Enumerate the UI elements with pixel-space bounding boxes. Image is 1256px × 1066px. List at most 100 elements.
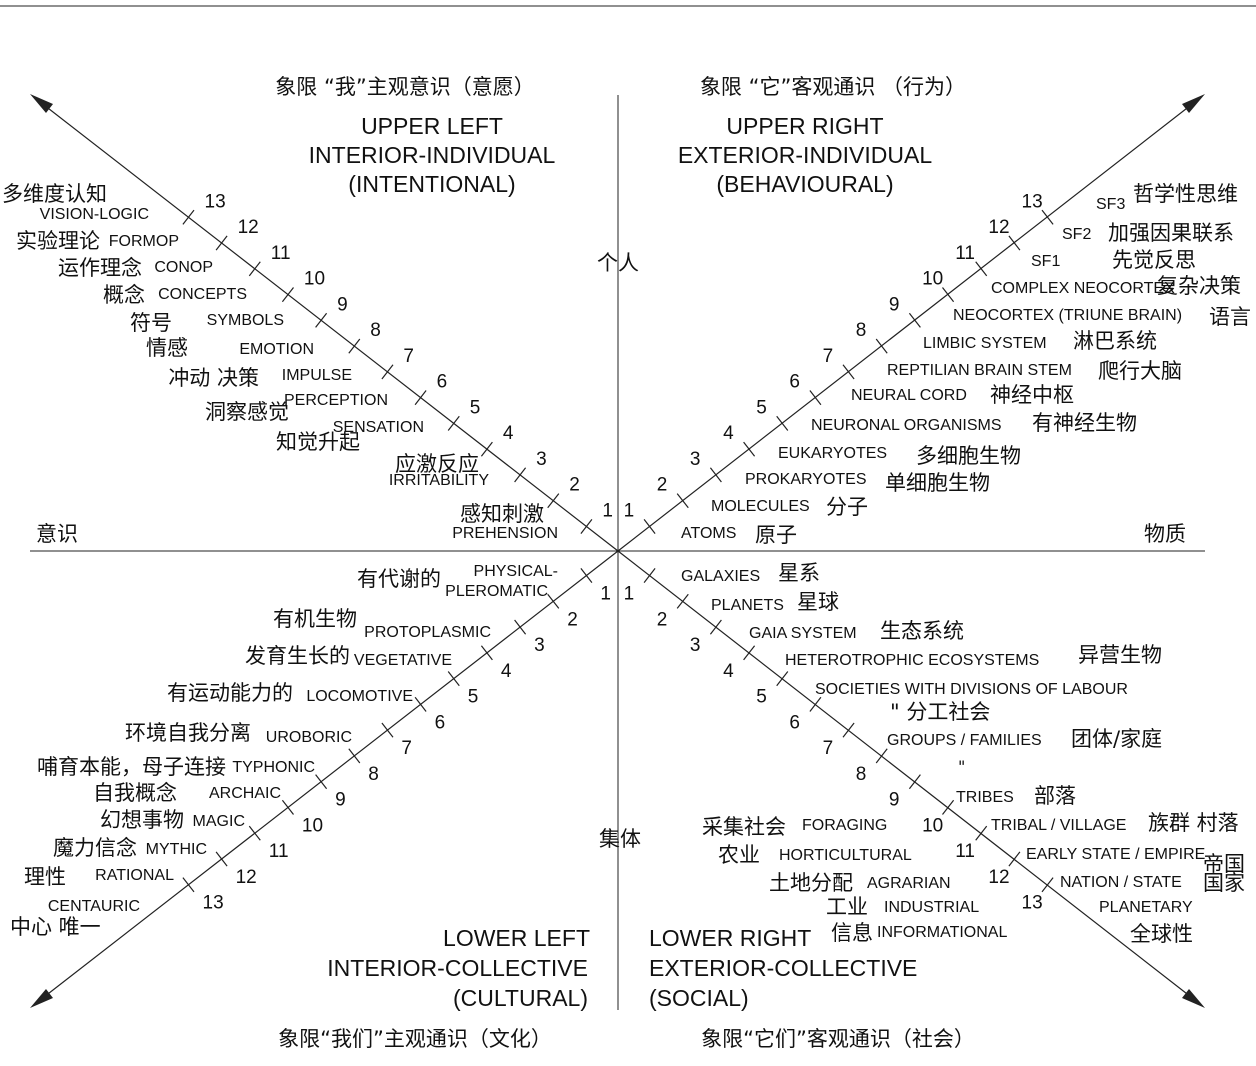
lr-level-3-zh: 生态系统 <box>880 619 964 643</box>
social-form-2-zh: 农业 <box>718 843 760 867</box>
ll-level-number-9: 9 <box>335 790 346 811</box>
ll-level-7-en: ARCHAIC <box>209 785 281 802</box>
ul-tick-2 <box>547 493 560 509</box>
ll-level-7-zh: 自我概念 <box>93 781 177 805</box>
social-form-2-en: HORTICULTURAL <box>779 847 912 864</box>
ll-level-number-2: 2 <box>567 609 578 630</box>
lr-tick-1 <box>643 568 656 583</box>
ll-level-11-zh: 中心 唯一 <box>10 915 101 939</box>
ll-tick-7 <box>381 722 394 738</box>
ur-tick-9 <box>908 312 921 328</box>
lr-tick-8 <box>875 748 888 764</box>
lr-tick-6 <box>809 696 822 712</box>
ul-level-number-11: 11 <box>271 243 291 264</box>
lr-tick-13 <box>1041 877 1054 893</box>
lr-level-4-en: HETEROTROPHIC ECOSYSTEMS <box>785 652 1039 669</box>
lr-level-5-zh: " 分工社会 <box>890 700 990 724</box>
lr-level-number-2: 2 <box>657 609 668 630</box>
ur-level-number-12: 12 <box>988 217 1009 238</box>
social-form-5-en: INFORMATIONAL <box>877 924 1007 941</box>
lr-level-number-7: 7 <box>823 738 834 759</box>
social-form-1-en: FORAGING <box>802 817 887 834</box>
ll-level-number-6: 6 <box>435 712 446 733</box>
ur-tick-12 <box>1008 235 1021 251</box>
ul-tick-13 <box>182 209 195 225</box>
social-form-5-zh: 信息 <box>831 921 873 945</box>
lr-level-1-en: GALAXIES <box>681 568 760 585</box>
ll-tick-4 <box>480 645 493 661</box>
ur-tick-6 <box>809 390 822 406</box>
lr-tick-7 <box>842 722 855 738</box>
ur-level-6-en: NEURAL CORD <box>851 387 967 404</box>
ur-level-number-8: 8 <box>856 320 867 341</box>
lr-level-5-en: SOCIETIES WITH DIVISIONS OF LABOUR <box>815 681 1128 698</box>
ul-level-10-zh: 实验理论 <box>16 229 100 253</box>
ur-level-3-zh: 单细胞生物 <box>885 471 990 495</box>
lr-level-7-zh: " <box>958 757 965 776</box>
lr-level-3-en: GAIA SYSTEM <box>749 625 857 642</box>
ur-level-number-1: 1 <box>624 501 635 522</box>
ur-level-7-en: REPTILIAN BRAIN STEM <box>887 362 1072 379</box>
lr-level-number-5: 5 <box>756 687 767 708</box>
ll-tick-2 <box>547 593 560 609</box>
ll-tick-6 <box>414 696 427 712</box>
ur-level-9-zh: 语言 <box>1209 305 1251 329</box>
ur-level-number-10: 10 <box>922 269 943 290</box>
lr-level-10-zh: 帝国 <box>1203 852 1245 876</box>
ll-level-4-en: LOCOMOTIVE <box>306 688 413 705</box>
ur-level-4-zh: 多细胞生物 <box>916 444 1021 468</box>
ul-level-number-10: 10 <box>304 269 325 290</box>
lr-tick-11 <box>975 825 988 841</box>
ll-level-11-en: CENTAURIC <box>48 898 140 915</box>
ur-level-number-7: 7 <box>823 346 834 367</box>
lower-right-title-line-1: LOWER RIGHT <box>649 925 811 951</box>
ul-level-2-en: IRRITABILITY <box>389 472 489 489</box>
ll-level-number-4: 4 <box>501 661 512 682</box>
upper-right-diagonal <box>617 97 1201 552</box>
ur-level-12-en: SF2 <box>1062 226 1091 243</box>
ur-level-1-en: ATOMS <box>681 525 736 542</box>
lr-level-number-12: 12 <box>988 867 1009 888</box>
lr-level-10-en: EARLY STATE / EMPIRE <box>1026 846 1205 863</box>
upper-right-quadrant-zh: 象限 “它”客观通识 （行为） <box>700 75 966 99</box>
ll-level-1-zh: 有代谢的 <box>357 567 441 591</box>
ul-tick-5 <box>447 415 460 431</box>
lower-left-arrowhead <box>30 989 53 1008</box>
ul-level-6-en: EMOTION <box>239 341 314 358</box>
ll-level-6-zh: 哺育本能，母子连接 <box>37 755 226 779</box>
lr-level-2-en: PLANETS <box>711 597 784 614</box>
ul-level-number-6: 6 <box>437 372 448 393</box>
ul-tick-8 <box>348 338 361 354</box>
lower-right-title-line-3: (SOCIAL) <box>649 985 749 1011</box>
ur-level-number-6: 6 <box>789 372 800 393</box>
lr-tick-2 <box>676 593 689 609</box>
lr-tick-9 <box>908 774 921 790</box>
lr-level-number-4: 4 <box>723 661 734 682</box>
ul-tick-10 <box>281 287 294 303</box>
ur-tick-1 <box>643 519 656 534</box>
lr-level-6-zh: 团体/家庭 <box>1071 727 1162 751</box>
ll-level-2-zh: 有机生物 <box>273 607 357 631</box>
ur-level-number-9: 9 <box>889 294 900 315</box>
ur-level-4-en: EUKARYOTES <box>778 445 887 462</box>
ll-level-4-zh: 有运动能力的 <box>167 681 293 705</box>
ul-level-11-en: VISION-LOGIC <box>40 206 149 223</box>
ll-tick-5 <box>447 671 460 687</box>
ll-level-number-5: 5 <box>468 687 479 708</box>
lr-level-number-13: 13 <box>1022 893 1043 914</box>
upper-left-title-line-3: (INTENTIONAL) <box>348 171 515 197</box>
ur-tick-3 <box>709 467 722 483</box>
ul-level-1-en: PREHENSION <box>452 525 558 542</box>
ur-level-9-en: NEOCORTEX (TRIUNE BRAIN) <box>953 307 1182 324</box>
lr-level-9-zh: 族群 村落 <box>1148 811 1239 835</box>
lower-right-arrowhead <box>1182 989 1205 1008</box>
ur-level-6-zh: 神经中枢 <box>990 383 1074 407</box>
ur-level-number-2: 2 <box>657 475 668 496</box>
upper-right-title-line-3: (BEHAVIOURAL) <box>716 171 893 197</box>
ul-level-6-zh: 情感 <box>146 336 188 360</box>
social-form-4-zh: 工业 <box>826 895 868 919</box>
lr-level-6-en: GROUPS / FAMILIES <box>887 732 1042 749</box>
ur-level-10-zh: 复杂决策 <box>1157 274 1241 298</box>
lower-right-quadrant-zh: 象限“它们”客观通识（社会） <box>701 1027 975 1051</box>
ll-level-10-zh: 理性 <box>24 865 66 889</box>
